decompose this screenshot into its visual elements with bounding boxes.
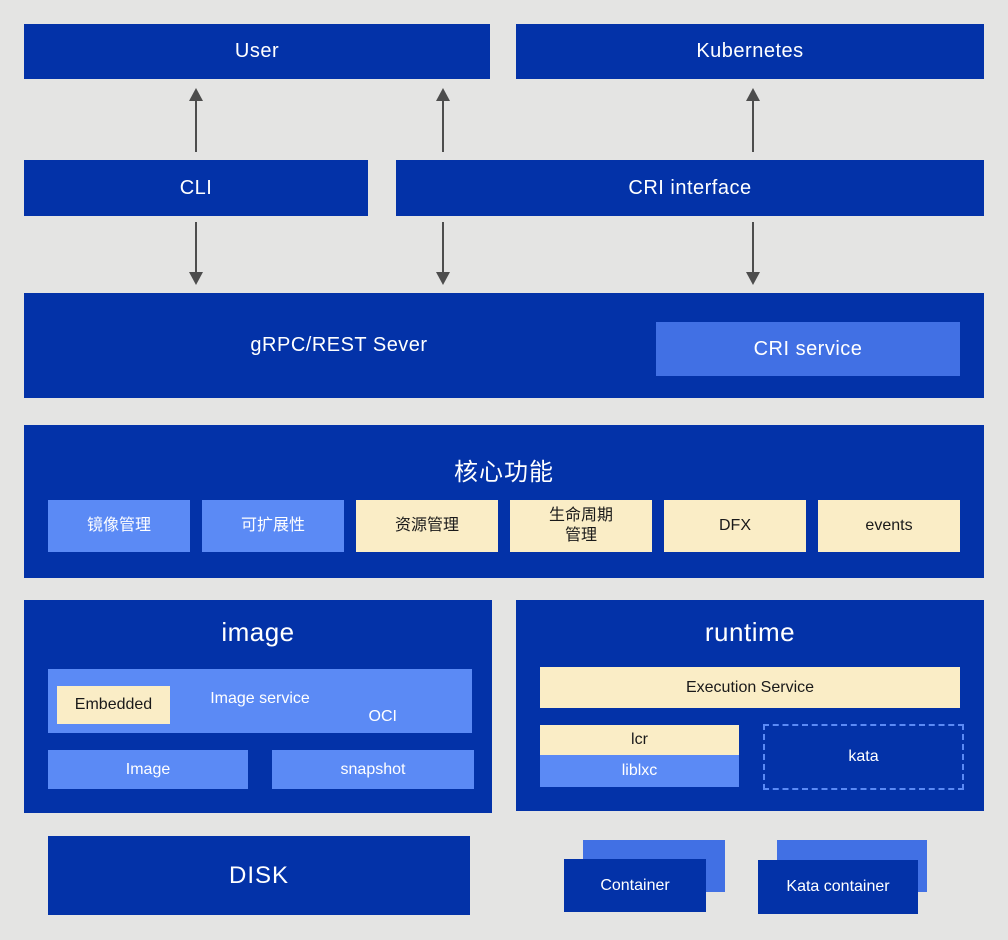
image-section-title: image [221, 617, 295, 647]
kata-container-stack: Kata container [758, 840, 927, 914]
kata-container-box: Kata container [758, 860, 918, 914]
runtime-section-title: runtime [704, 617, 796, 647]
execution-service-box: Execution Service [540, 667, 960, 708]
kubernetes-box: Kubernetes [516, 24, 984, 79]
kata-box: kata [763, 724, 964, 790]
chip-image-management: 镜像管理 [48, 500, 190, 552]
chip-extensibility: 可扩展性 [202, 500, 344, 552]
disk-box: DISK [48, 836, 470, 915]
core-chips-row: 镜像管理 可扩展性 资源管理 生命周期 管理 DFX events [48, 500, 960, 552]
chip-lifecycle-management: 生命周期 管理 [510, 500, 652, 552]
embedded-box: Embedded [57, 686, 170, 724]
cri-interface-box: CRI interface [396, 160, 984, 216]
container-stack: Container [564, 840, 725, 912]
snapshot-box: snapshot [272, 750, 474, 789]
cri-service-box: CRI service [656, 322, 960, 376]
user-box: User [24, 24, 490, 79]
core-functions-title: 核心功能 [454, 459, 554, 486]
arrow-down-icon [436, 222, 450, 285]
lcr-box: lcr [540, 725, 739, 755]
liblxc-box: liblxc [540, 755, 739, 787]
cli-box: CLI [24, 160, 368, 216]
arrow-up-icon [436, 88, 450, 152]
core-functions-box: 核心功能 镜像管理 可扩展性 资源管理 生命周期 管理 DFX events [24, 425, 984, 578]
image-service-label: Image service [210, 690, 310, 707]
chip-events: events [818, 500, 960, 552]
arrow-down-icon [746, 222, 760, 285]
image-section-box: image Image service Embedded OCI Image s… [24, 600, 492, 813]
container-box: Container [564, 859, 706, 912]
grpc-server-box: gRPC/REST Sever CRI service [24, 293, 984, 398]
runtime-section-box: runtime Execution Service lcr liblxc kat… [516, 600, 984, 811]
oci-label: OCI [368, 708, 397, 725]
chip-resource-management: 资源管理 [356, 500, 498, 552]
arrow-down-icon [189, 222, 203, 285]
image-service-box: Image service Embedded OCI [48, 669, 472, 733]
arrow-up-icon [746, 88, 760, 152]
arrow-up-icon [189, 88, 203, 152]
chip-dfx: DFX [664, 500, 806, 552]
grpc-server-label: gRPC/REST Sever [250, 334, 428, 356]
image-inner-box: Image [48, 750, 248, 789]
